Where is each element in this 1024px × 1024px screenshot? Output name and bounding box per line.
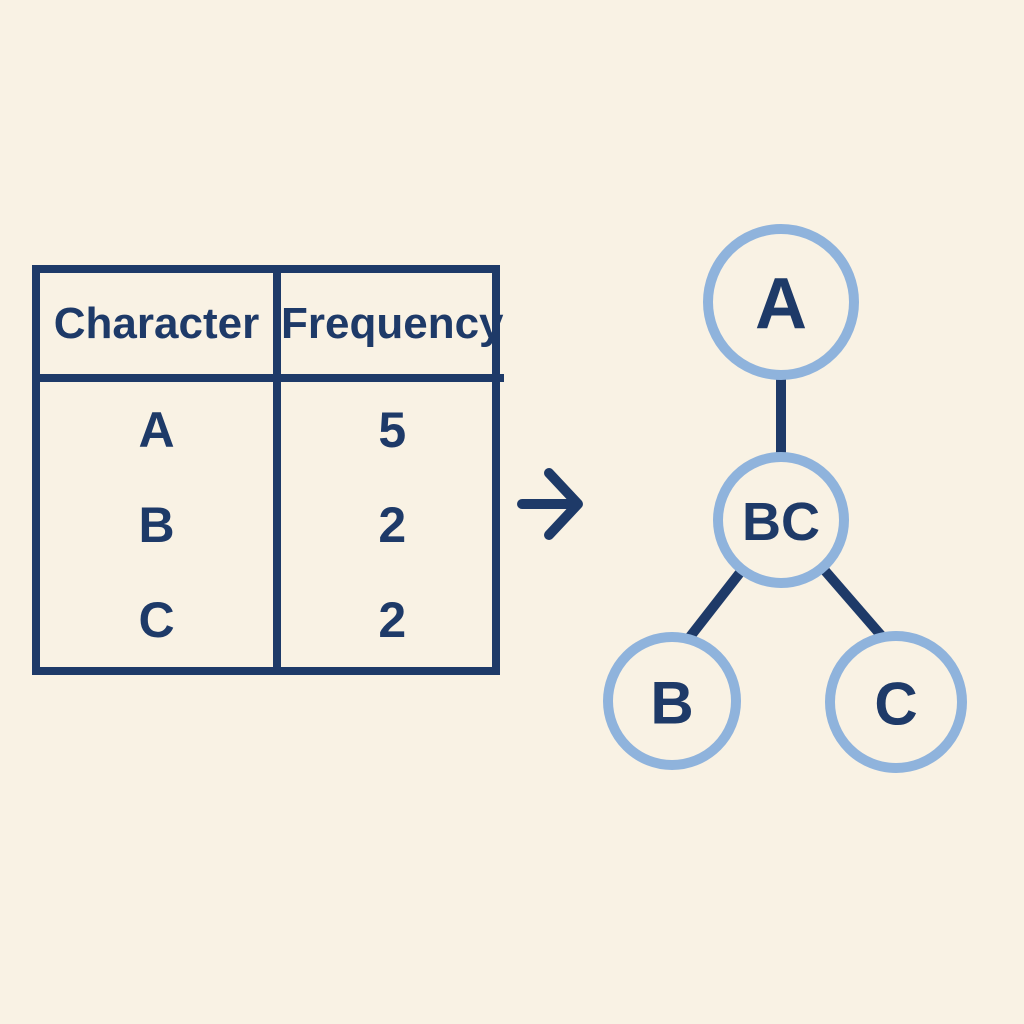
table-cell-freq-a: 5 xyxy=(378,401,407,458)
tree-node-a xyxy=(703,224,859,380)
table-cell-char-b: B xyxy=(40,477,281,572)
table-header-frequency: Frequency xyxy=(281,273,504,382)
table-cell-freq-c: 2 xyxy=(378,591,407,648)
tree-node-bc-label: BC xyxy=(742,492,820,552)
table-cell-char-c: C xyxy=(40,572,281,667)
table-cell-freq-b: 2 xyxy=(378,496,407,553)
tree-node-b-label: B xyxy=(650,670,693,737)
huffman-tree: A BC B C xyxy=(603,224,967,773)
tree-node-a-label: A xyxy=(755,264,807,344)
tree-node-c-label: C xyxy=(874,671,917,738)
table-header-character: Character xyxy=(40,273,281,382)
tree-node-b xyxy=(603,632,741,770)
tree-node-c xyxy=(825,631,967,773)
right-arrow-icon xyxy=(517,468,583,540)
table-cell-char-a: A xyxy=(40,382,281,477)
tree-node-bc xyxy=(713,452,849,588)
frequency-table: Character Frequency A 5 B 2 C 2 xyxy=(32,265,504,675)
